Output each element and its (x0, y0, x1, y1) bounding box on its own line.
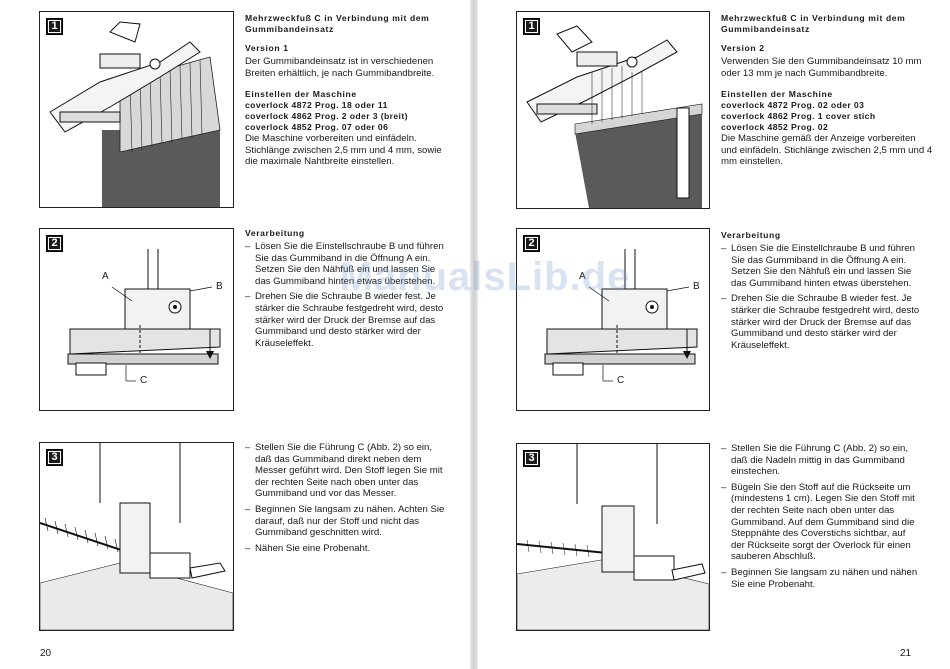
settings-line: coverlock 4862 Prog. 2 oder 3 (breit) (245, 111, 408, 122)
figure-3-sewing-right: 3 (516, 443, 710, 631)
page-number: 21 (900, 648, 912, 659)
section-heading: Verarbeitung (721, 230, 781, 240)
list-item: Stellen Sie die Führung C (Abb. 2) so ei… (245, 442, 445, 500)
list-item: Drehen Sie die Schraube B wieder fest. J… (721, 293, 921, 351)
fig3-text-block: Stellen Sie die Führung C (Abb. 2) so ei… (721, 443, 921, 594)
label-b: B (216, 281, 223, 292)
instruction-list: Stellen Sie die Führung C (Abb. 2) so ei… (245, 442, 445, 554)
list-item: Beginnen Sie langsam zu nähen. Achten Si… (245, 504, 445, 539)
book-spine (470, 0, 478, 669)
settings-line: coverlock 4872 Prog. 02 oder 03 (721, 100, 865, 111)
settings-heading: Einstellen der Maschine (721, 89, 833, 100)
fig2-text-block: Verarbeitung Lösen Sie die Einstellschra… (245, 228, 445, 353)
page-left: 1 Mehrzweckfuß C in Verbindung mit dem G… (0, 0, 470, 669)
sewing-machine-illustration (40, 443, 233, 630)
settings-line: coverlock 4862 Prog. 1 cover stich (721, 111, 876, 122)
figure-number-badge: 3 (46, 449, 63, 466)
list-item: Drehen Sie die Schraube B wieder fest. J… (245, 291, 445, 349)
fig2-text-block: Verarbeitung Lösen Sie die Einstellchrau… (721, 230, 921, 355)
presser-foot-illustration (49, 21, 221, 207)
fig1-text-block: Mehrzweckfuß C in Verbindung mit dem Gum… (721, 13, 933, 174)
list-item: Nähen Sie eine Probenaht. (245, 543, 445, 555)
page-right: 1 Mehrzweckfuß C in Verbindung mit dem G… (478, 0, 950, 669)
label-a: A (102, 271, 109, 282)
settings-line: coverlock 4852 Prog. 07 oder 06 (245, 122, 389, 133)
figure-2-adjustment-screw: A B C 2 (516, 228, 710, 411)
version-label: Version 1 (245, 43, 289, 53)
settings-line: coverlock 4852 Prog. 02 (721, 122, 829, 133)
intro-paragraph: Verwenden Sie den Gummibandeinsatz 10 mm… (721, 56, 922, 79)
fig1-text-block: Mehrzweckfuß C in Verbindung mit dem Gum… (245, 13, 455, 174)
list-item: Bügeln Sie den Stoff auf die Rückseite u… (721, 482, 921, 563)
sewing-machine-illustration (517, 444, 709, 630)
list-item: Beginnen Sie langsam zu nähen und nähen … (721, 567, 921, 590)
body-paragraph: Die Maschine gemäß der Anzeige vorbereit… (721, 133, 933, 168)
section-heading: Verarbeitung (245, 228, 305, 238)
figure-2-adjustment-screw: A B C 2 (39, 228, 234, 411)
adjustment-screw-illustration (67, 249, 221, 382)
intro-paragraph: Der Gummibandeinsatz ist in verschiedene… (245, 56, 435, 79)
figure-number-badge: 2 (46, 235, 63, 252)
section-heading: Mehrzweckfuß C in Verbindung mit dem Gum… (721, 13, 906, 34)
version-label: Version 2 (721, 43, 765, 53)
instruction-list: Lösen Sie die Einstellschraube B und füh… (245, 241, 445, 349)
figure-number-badge: 1 (46, 18, 63, 35)
figure-number-badge: 2 (523, 235, 540, 252)
instruction-list: Stellen Sie die Führung C (Abb. 2) so ei… (721, 443, 921, 590)
adjustment-screw-illustration (544, 249, 698, 382)
label-c: C (140, 375, 148, 386)
figure-1-presser-foot-version-2: 1 (516, 11, 710, 209)
settings-line: coverlock 4872 Prog. 18 oder 11 (245, 100, 388, 111)
label-c: C (617, 375, 625, 386)
settings-heading: Einstellen der Maschine (245, 89, 357, 100)
list-item: Lösen Sie die Einstellschraube B und füh… (245, 241, 445, 287)
instruction-list: Lösen Sie die Einstellchraube B und führ… (721, 243, 921, 351)
presser-foot-illustration (526, 25, 703, 208)
label-b: B (693, 281, 700, 292)
list-item: Lösen Sie die Einstellchraube B und führ… (721, 243, 921, 289)
body-paragraph: Die Maschine vorbereiten und einfädeln. … (245, 133, 442, 168)
figure-1-presser-foot-version-1: 1 (39, 11, 234, 208)
figure-number-badge: 3 (523, 450, 540, 467)
fig3-text-block: Stellen Sie die Führung C (Abb. 2) so ei… (245, 442, 445, 558)
section-heading: Mehrzweckfuß C in Verbindung mit dem Gum… (245, 13, 430, 34)
figure-number-badge: 1 (523, 18, 540, 35)
figure-3-sewing-left: 3 (39, 442, 234, 631)
list-item: Stellen Sie die Führung C (Abb. 2) so ei… (721, 443, 921, 478)
label-a: A (579, 271, 586, 282)
page-number: 20 (40, 648, 52, 659)
